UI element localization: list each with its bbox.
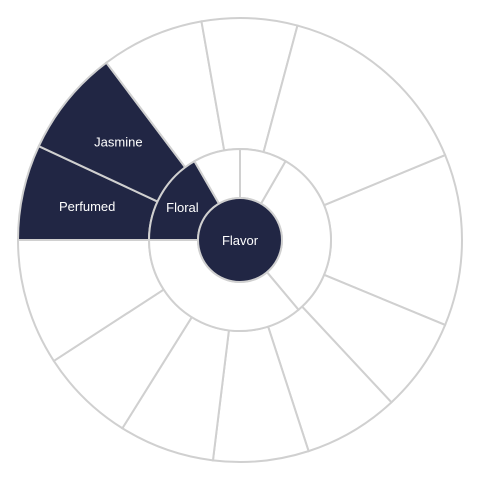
outer-ring: Perfumed Jasmine: [16, 17, 463, 463]
outer-segment-label: Jasmine: [94, 135, 142, 150]
inner-segment-label: Floral: [166, 200, 199, 215]
outer-segment-label: Perfumed: [59, 199, 115, 214]
center-node[interactable]: Flavor: [197, 197, 283, 283]
center-label: Flavor: [222, 233, 259, 248]
center-circle[interactable]: [197, 197, 283, 283]
